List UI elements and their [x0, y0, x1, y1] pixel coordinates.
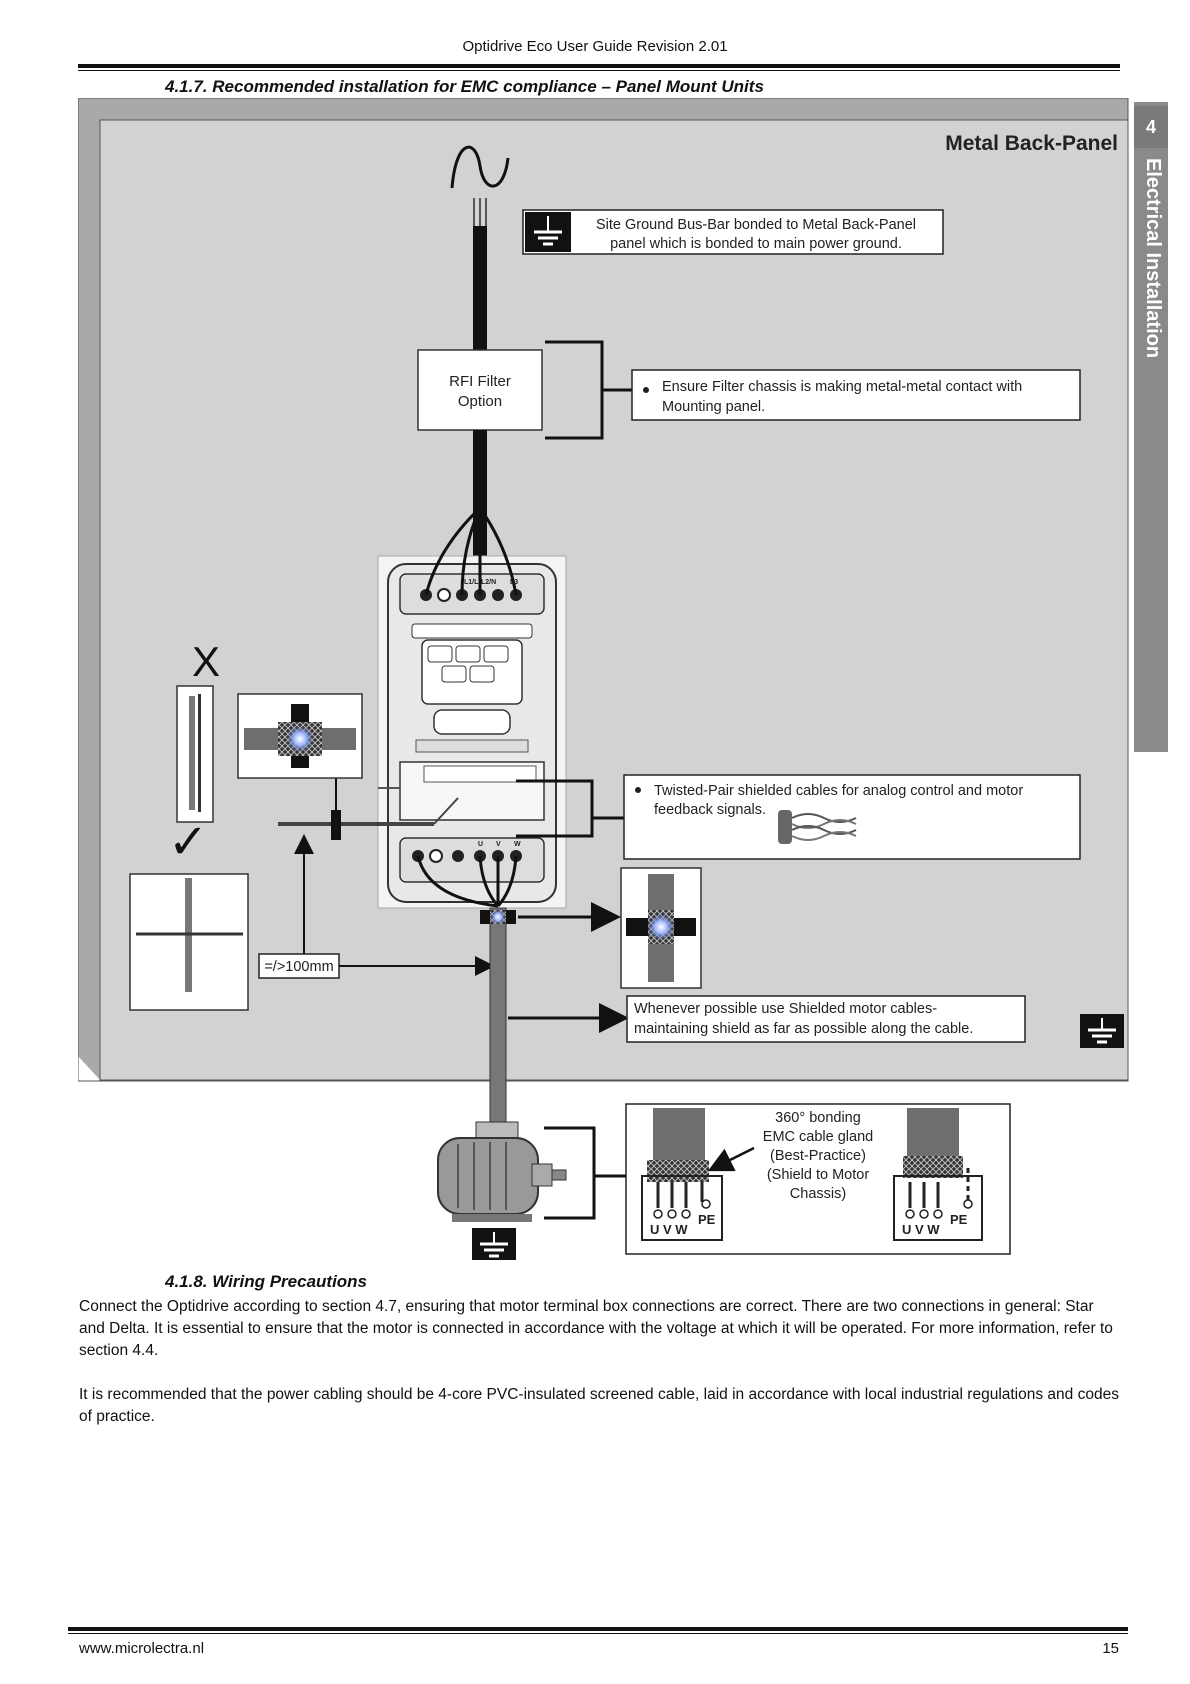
terminal-uvw-left: U V W [650, 1222, 688, 1237]
footer-page-number: 15 [1102, 1640, 1119, 1657]
paragraph-power-cabling: It is recommended that the power cabling… [79, 1386, 1119, 1425]
keypad-start-button[interactable] [427, 645, 453, 663]
terminal-uvw-right: U V W [902, 1222, 940, 1237]
gland-note-line1: 360° bonding [775, 1110, 861, 1126]
shielded-note-line2: maintaining shield as far as possible al… [634, 1021, 973, 1037]
header-rule [78, 64, 1120, 68]
filter-note-line1: Ensure Filter chassis is making metal-me… [662, 379, 1022, 395]
correct-mark: ✓ [168, 816, 208, 869]
keypad-stop-button[interactable] [455, 645, 481, 663]
terminal-box-right [893, 1108, 983, 1241]
ac-supply-icon [450, 145, 510, 189]
keypad-up-button[interactable] [483, 645, 509, 663]
twisted-pair-note-line2: feedback signals. [654, 802, 766, 818]
chapter-label: Electrical Installation [1142, 158, 1164, 359]
terminal-l2: L2/N [481, 579, 496, 586]
bus-bar-note-line2: panel which is bonded to main power grou… [610, 236, 902, 252]
terminal-v: V [496, 841, 501, 848]
twisted-pair-cable-icon [778, 810, 857, 844]
shielded-motor-cable [489, 907, 507, 1149]
gland-note-line3: (Best-Practice) [770, 1148, 866, 1164]
header-rule-thin [78, 70, 1120, 71]
keypad-nav-button[interactable] [441, 665, 467, 683]
panel-label: Metal Back-Panel [945, 132, 1118, 155]
gland-note-line5: Chassis) [790, 1186, 846, 1202]
twisted-pair-note-line1: Twisted-Pair shielded cables for analog … [654, 783, 1023, 799]
footer-website: www.microlectra.nl [79, 1640, 205, 1657]
chapter-number: 4 [1134, 106, 1168, 148]
terminal-l3: L3 [510, 579, 518, 586]
rfi-filter-label-line1: RFI Filter [449, 373, 511, 390]
page-header: Optidrive Eco User Guide Revision 2.01 [462, 38, 728, 55]
section-title: 4.1.7. Recommended installation for EMC … [165, 77, 764, 96]
drive-logo [433, 709, 511, 735]
terminal-u: U [478, 841, 483, 848]
filter-note-line2: Mounting panel. [662, 399, 765, 415]
shielded-cable-callout [626, 995, 1026, 1043]
bus-bar-note-line1: Site Ground Bus-Bar bonded to Metal Back… [596, 217, 916, 233]
distance-label: =/>100mm [264, 959, 333, 975]
twisted-pair-callout [623, 774, 1081, 860]
gland-note-line2: EMC cable gland [763, 1129, 873, 1145]
filter-callout [631, 369, 1081, 421]
footer-rule-thin [68, 1633, 1128, 1634]
terminal-w: W [514, 841, 521, 848]
optidrive-unit[interactable]: L1/L L2/N L3 U V W [377, 506, 567, 909]
chapter-side-tab[interactable] [1134, 102, 1168, 752]
rfi-filter-box[interactable] [417, 349, 543, 431]
rfi-filter-label-line2: Option [458, 393, 502, 410]
terminal-pe-right: PE [950, 1212, 968, 1227]
footer-rule [68, 1627, 1128, 1631]
earth-symbol-icon [534, 216, 562, 246]
paragraph-wiring-connections: Connect the Optidrive according to secti… [79, 1298, 1113, 1359]
gland-note-line4: (Shield to Motor [767, 1167, 870, 1183]
motor-icon [437, 1121, 567, 1222]
control-cable-clamp [331, 810, 341, 840]
shielded-note-line1: Whenever possible use Shielded motor cab… [634, 1001, 937, 1017]
subsection-title: 4.1.8. Wiring Precautions [165, 1272, 368, 1291]
terminal-l1: L1/L [464, 579, 479, 586]
bus-bar-callout [522, 209, 944, 255]
terminal-box-left [641, 1108, 723, 1241]
incorrect-mark: X [192, 638, 220, 685]
terminal-pe-left: PE [698, 1212, 716, 1227]
emc-installation-diagram: Metal Back-Panel Site Ground Bus-Bar bon… [78, 98, 1129, 1260]
keypad-down-button[interactable] [469, 665, 495, 683]
